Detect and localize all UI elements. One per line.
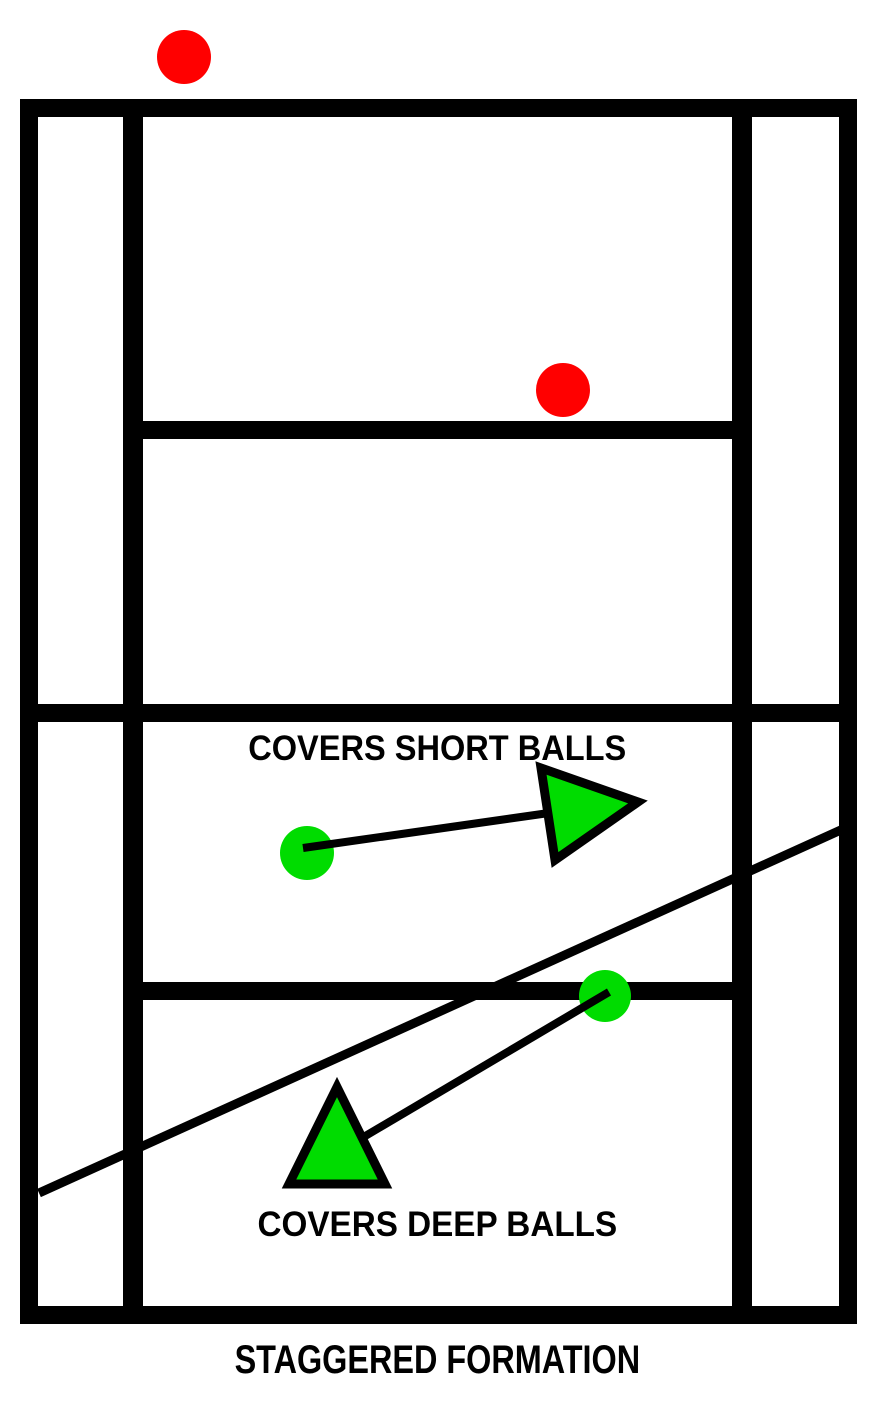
opponent-dot-at-service-line: [536, 363, 590, 417]
player-dot-short: [280, 826, 334, 880]
player-triangle-deep: [281, 1076, 393, 1189]
movement-line-deep: [342, 988, 612, 1152]
service-line-bottom: [123, 982, 752, 1000]
movement-line-short: [302, 808, 557, 852]
label-covers-short-balls: COVERS SHORT BALLS: [248, 729, 627, 768]
opponent-dot-behind-baseline: [157, 30, 211, 84]
service-line-top: [123, 421, 752, 439]
diagram-title: STAGGERED FORMATION: [234, 1338, 641, 1382]
net-line: [20, 704, 857, 722]
player-arrow-short: [535, 761, 648, 868]
crosscourt-diagonal-line: [37, 824, 845, 1198]
label-covers-deep-balls: COVERS DEEP BALLS: [257, 1205, 618, 1244]
